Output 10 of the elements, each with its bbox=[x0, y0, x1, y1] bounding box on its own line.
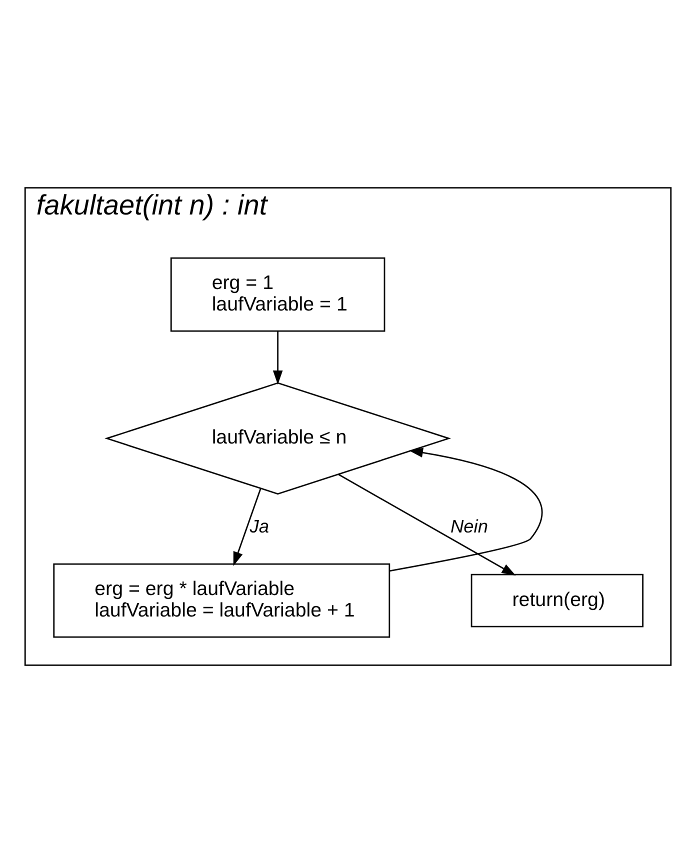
arrow bbox=[272, 330, 283, 384]
edge-label: Nein bbox=[450, 514, 488, 536]
node-box: return(erg) bbox=[470, 573, 644, 627]
arrow bbox=[233, 488, 262, 566]
arrow bbox=[390, 447, 542, 572]
node-diamond: laufVariable ≤ n bbox=[104, 382, 452, 494]
arrow bbox=[338, 473, 516, 576]
node-box: erg = 1 laufVariable = 1 bbox=[170, 256, 386, 332]
node-box: erg = erg * laufVariable laufVariable = laufVariable + 1 bbox=[53, 562, 390, 638]
edge-label: Ja bbox=[250, 514, 270, 536]
